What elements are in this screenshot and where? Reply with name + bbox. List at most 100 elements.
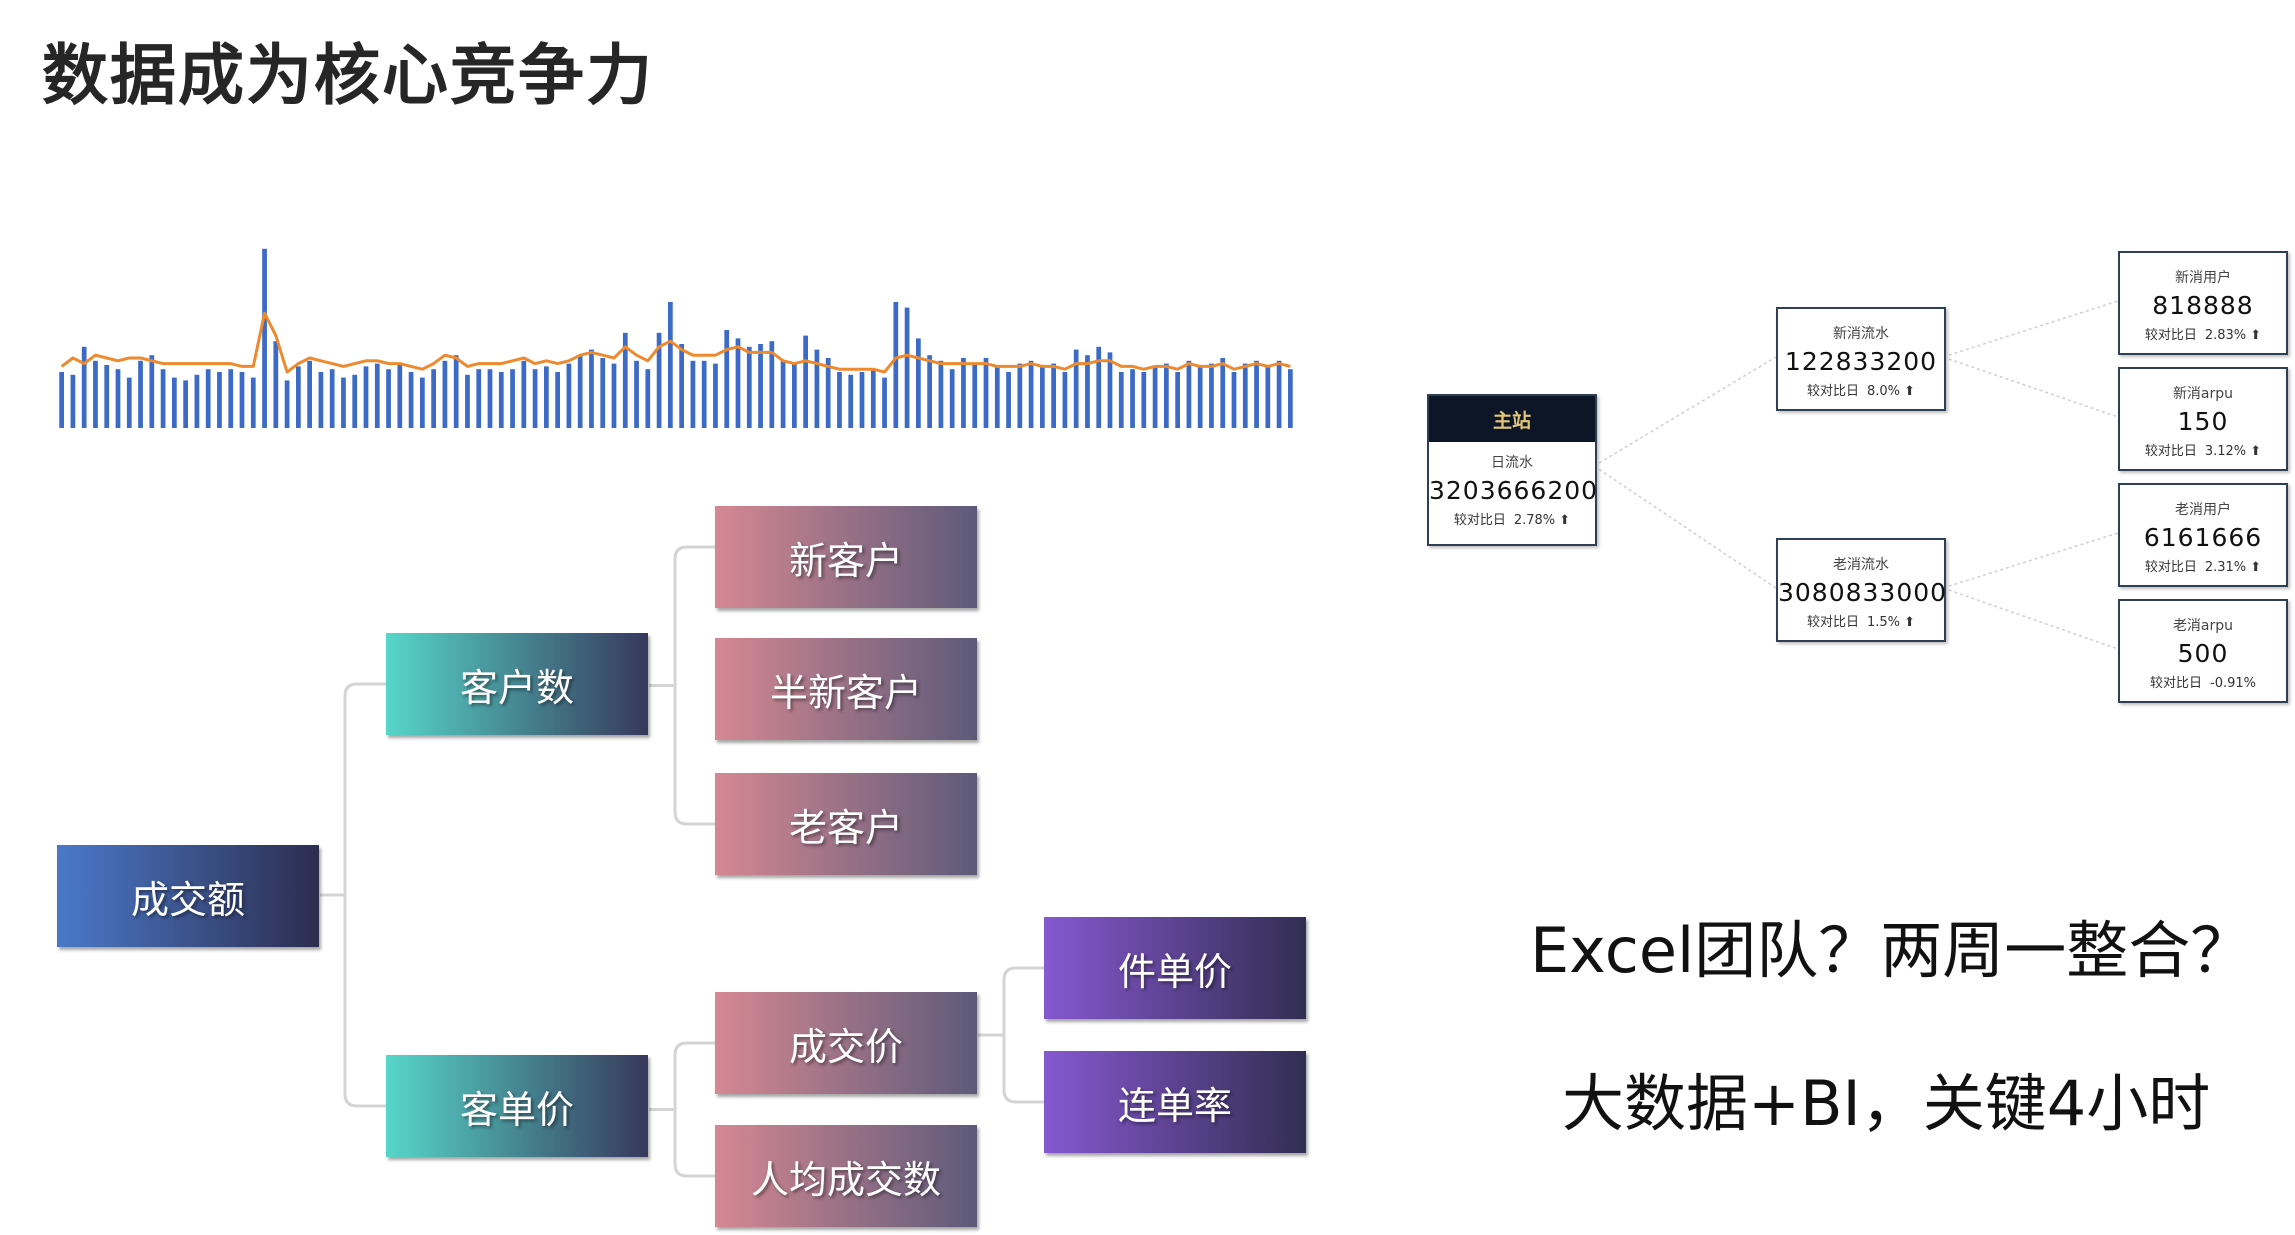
chart-bar	[228, 369, 234, 428]
chart-bar	[431, 369, 436, 428]
node-unit-price: 件单价	[1044, 917, 1306, 1019]
chart-bar	[1276, 360, 1282, 428]
chart-bar	[239, 372, 245, 428]
metric-connector	[1593, 465, 1777, 589]
card-old-arpu-change: -0.91%	[2210, 676, 2256, 691]
chart-bar	[983, 358, 989, 428]
chart-bar	[1164, 363, 1169, 428]
chart-bar	[1006, 372, 1011, 428]
chart-bar	[374, 363, 380, 428]
chart-bar	[521, 360, 527, 428]
card-old-flow-label: 老消流水	[1833, 557, 1889, 573]
chart-bar	[1062, 372, 1068, 428]
chart-bar	[972, 363, 978, 428]
chart-bar	[611, 363, 617, 428]
chart-bar	[284, 380, 290, 428]
chart-bar	[160, 369, 166, 428]
chart-bar	[1130, 369, 1135, 428]
chart-bar	[893, 302, 899, 428]
card-new-users-change: 2.83% ⬆	[2204, 328, 2262, 343]
metric-connector	[1942, 587, 2119, 650]
chart-bar	[172, 377, 177, 428]
card-new-arpu-change: 3.12% ⬆	[2204, 444, 2262, 459]
chart-bar	[59, 372, 64, 428]
node-unit-price-label: 件单价	[1117, 949, 1232, 994]
card-new-arpu-label: 新消arpu	[2172, 386, 2234, 402]
card-old-flow-value: 3080833000	[1778, 578, 1948, 607]
node-old-customers-label: 老客户	[788, 805, 903, 850]
chart-bar	[307, 360, 312, 428]
card-main-label: 日流水	[1491, 455, 1533, 471]
chart-bar	[645, 369, 651, 428]
chart-bar	[825, 358, 831, 428]
chart-bar	[679, 344, 684, 428]
node-avg-price-label: 客单价	[459, 1087, 574, 1132]
chart-bar	[589, 349, 594, 428]
chart-bar	[1107, 352, 1113, 428]
chart-bar	[420, 377, 425, 428]
chart-bar	[296, 366, 301, 428]
card-new-users-value: 818888	[2152, 291, 2254, 320]
card-new-flow-change: 8.0% ⬆	[1866, 384, 1916, 399]
chart-bar	[341, 377, 346, 428]
chart-bar	[250, 377, 256, 428]
node-customers-label: 客户数	[459, 665, 574, 710]
chart-bar	[487, 369, 493, 428]
metric-connector	[1593, 356, 1777, 467]
metric-connector	[1942, 356, 2119, 418]
card-old-arpu-value: 500	[2177, 639, 2229, 668]
chart-bar	[577, 355, 583, 428]
node-semi-new-customers-label: 半新客户	[769, 670, 922, 715]
chart-bar	[713, 363, 718, 428]
chart-bar	[498, 372, 504, 428]
card-new-users-compare: 较对比日	[2144, 328, 2197, 343]
chart-bar	[1096, 346, 1102, 428]
chart-bar	[656, 332, 662, 428]
chart-bar	[668, 302, 673, 428]
chart-bar	[1220, 358, 1226, 428]
chart-bar	[1231, 372, 1237, 428]
node-avg-price: 客单价	[386, 1055, 648, 1157]
chart-bar	[1118, 372, 1124, 428]
chart-bar	[701, 360, 707, 428]
chart-bar	[837, 372, 842, 428]
chart-bar	[262, 248, 267, 428]
card-old-arpu-compare: 较对比日	[2149, 676, 2202, 691]
chart-bar	[814, 349, 820, 428]
chart-bar	[1017, 363, 1023, 428]
node-gmv: 成交额	[57, 845, 319, 947]
chart-bar	[138, 360, 143, 428]
chart-bar	[803, 335, 808, 428]
chart-bar	[927, 355, 932, 428]
chart-bar	[408, 372, 414, 428]
chart-bar	[882, 377, 887, 428]
chart-bar	[1152, 366, 1158, 428]
chart-bar	[115, 369, 121, 428]
chart-bar	[318, 372, 324, 428]
chart-bar	[1242, 363, 1248, 428]
trend-chart	[59, 248, 1293, 428]
chart-bar	[780, 360, 786, 428]
chart-bar	[949, 369, 955, 428]
chart-bar	[634, 360, 639, 428]
chart-bar	[566, 363, 572, 428]
chart-bar	[1175, 372, 1180, 428]
node-new-customers-label: 新客户	[788, 538, 903, 583]
chart-bar	[961, 358, 966, 428]
chart-bar	[183, 380, 188, 428]
chart-bar	[1040, 366, 1045, 428]
card-old-arpu: 老消arpu 500 较对比日-0.91%	[2118, 599, 2288, 703]
node-gmv-label: 成交额	[130, 877, 245, 922]
metric-connector	[1942, 300, 2119, 358]
node-customers: 客户数	[386, 633, 648, 735]
chart-bar	[870, 369, 876, 428]
card-new-flow-label: 新消流水	[1833, 326, 1889, 342]
card-old-flow-change: 1.5% ⬆	[1866, 615, 1916, 630]
chart-bar	[93, 360, 98, 428]
card-old-users-value: 6161666	[2143, 523, 2263, 552]
chart-bar	[600, 358, 606, 428]
node-bundle-rate: 连单率	[1044, 1051, 1306, 1153]
